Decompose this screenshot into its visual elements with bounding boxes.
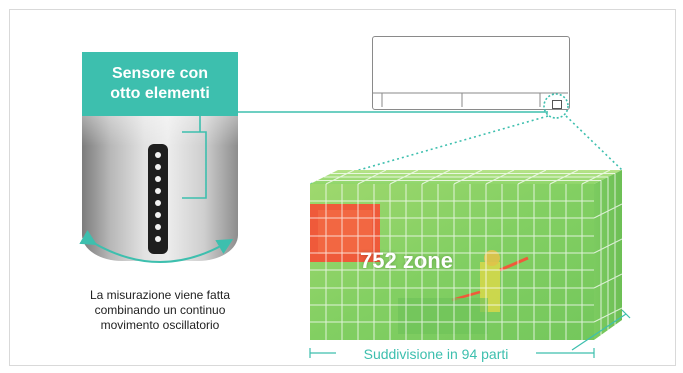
caption-line2: combinando un continuo bbox=[94, 303, 226, 317]
sensor-element bbox=[155, 164, 161, 170]
sensor-element bbox=[155, 200, 161, 206]
sensor-element bbox=[155, 212, 161, 218]
sensor-label-line2: otto elementi bbox=[110, 85, 210, 102]
sensor-label-line1: Sensore con bbox=[111, 65, 209, 82]
oscillation-arrow bbox=[79, 230, 234, 263]
sensor-element bbox=[155, 152, 161, 158]
sensor-bracket bbox=[182, 131, 207, 199]
sensor-element bbox=[155, 176, 161, 182]
sensor-element-strip bbox=[148, 144, 168, 254]
heat-red-arm bbox=[499, 256, 529, 272]
subdivision-label: Suddivisione in 94 parti bbox=[336, 346, 536, 362]
sensor-element bbox=[155, 224, 161, 230]
projection-line-right bbox=[565, 115, 623, 171]
heatmap-front-grid bbox=[310, 184, 594, 340]
caption-line1: La misurazione viene fatta bbox=[89, 288, 231, 302]
zones-label: 752 zone bbox=[360, 248, 453, 273]
depth-dimension-tick bbox=[621, 309, 631, 319]
sensor-label: Sensore con otto elementi bbox=[82, 52, 238, 116]
heatmap-side-grid bbox=[593, 173, 623, 335]
heat-floor-zone bbox=[398, 298, 488, 334]
heatmap-top-grid bbox=[317, 169, 615, 185]
ac-sensor-window bbox=[552, 100, 562, 109]
depth-dimension-line bbox=[571, 313, 627, 351]
sensor-element bbox=[155, 188, 161, 194]
caption-line3: movimento oscillatorio bbox=[100, 318, 220, 332]
heat-yellow-head bbox=[484, 250, 500, 266]
oscillation-caption: La misurazione viene fatta combinando un… bbox=[64, 288, 256, 333]
sensor-highlight-circle bbox=[543, 93, 569, 119]
air-conditioner-unit bbox=[372, 36, 570, 110]
heat-red-core bbox=[318, 210, 372, 254]
